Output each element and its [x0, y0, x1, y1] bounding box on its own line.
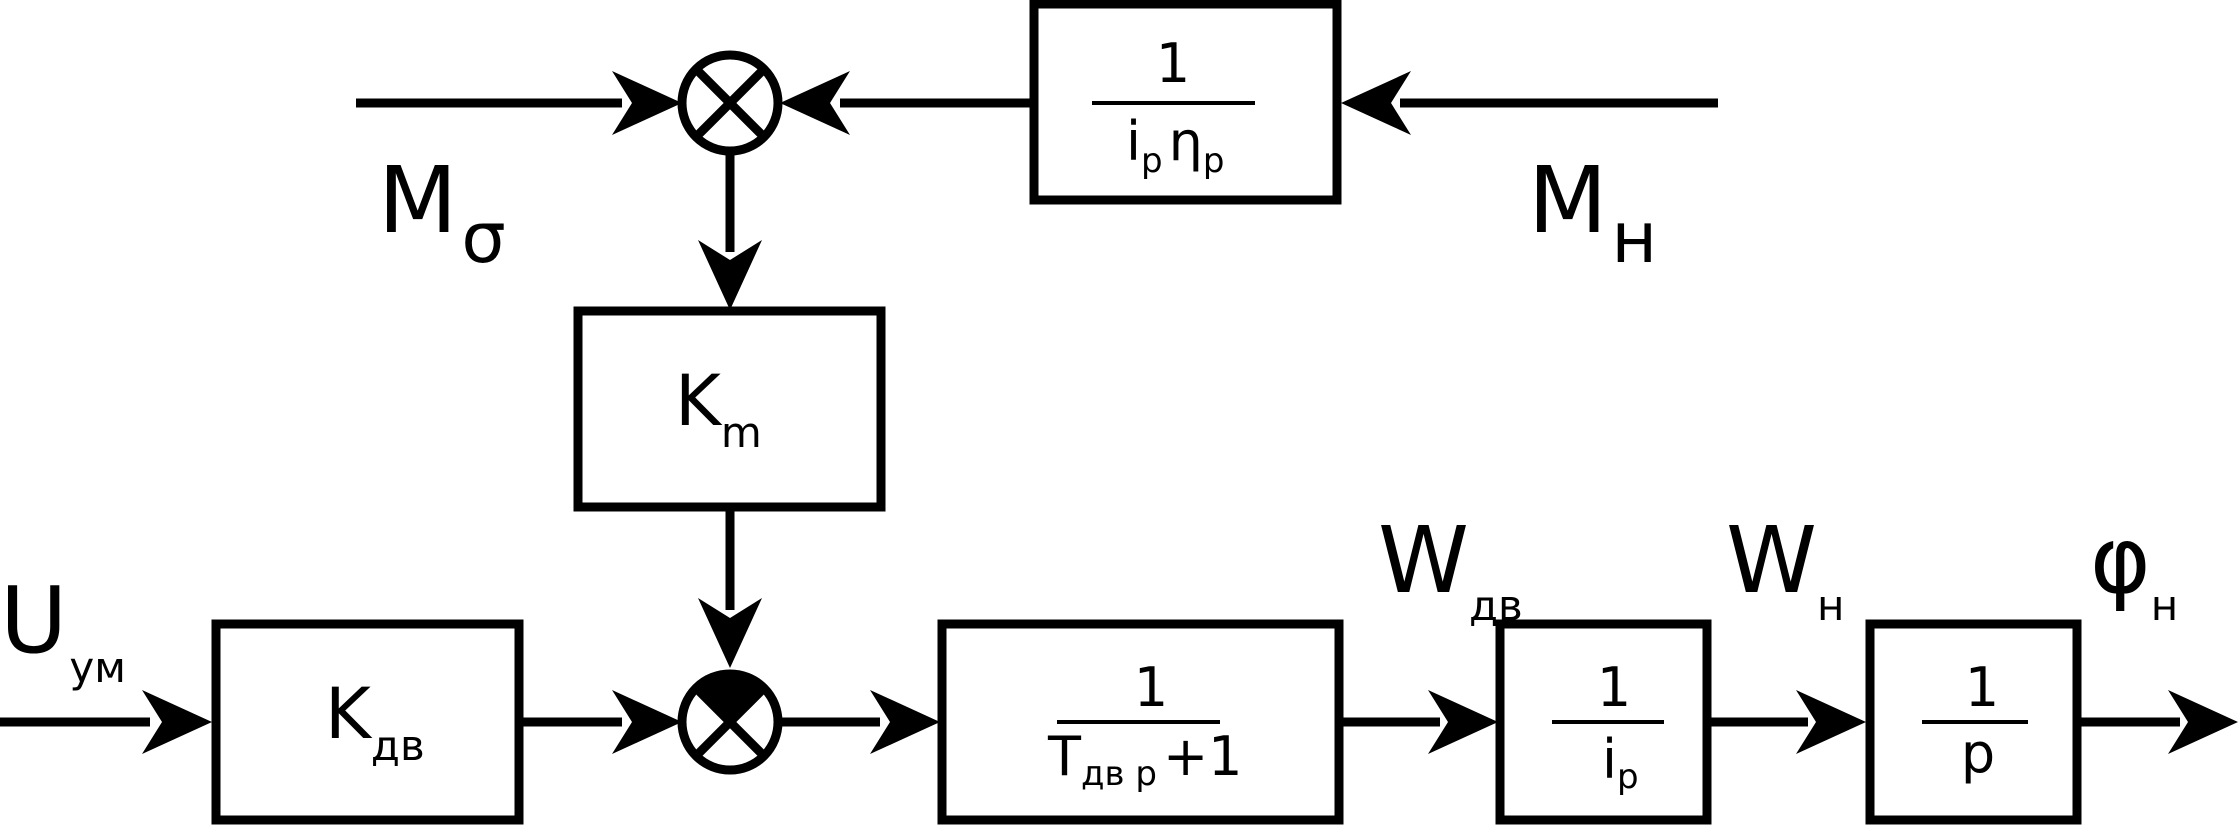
- w-n-label: Wн: [1726, 507, 1844, 630]
- junction-to-km-arrow: [698, 152, 762, 310]
- kdv-block: Kдв: [211, 619, 524, 825]
- m-n-label: Mн: [1528, 147, 1657, 279]
- junction-to-motor-arrow: [778, 690, 940, 754]
- reducer-gain-denominator: ip: [1602, 728, 1639, 797]
- reducer-gain-numerator: 1: [1597, 656, 1631, 719]
- summing-junction-top: [677, 50, 783, 156]
- m-n-input-arrow: [1341, 71, 1718, 135]
- km-block: Km: [573, 306, 886, 512]
- m-sigma-input-arrow: [356, 71, 682, 135]
- motor-lag-denominator: Tдв p+1: [1047, 725, 1243, 794]
- summing-junction-bottom: [677, 669, 783, 775]
- kdv-label: Kдв: [325, 673, 425, 770]
- integrator-block: 1 p: [1865, 619, 2082, 825]
- m-sigma-label: Mσ: [378, 147, 506, 279]
- u-um-label: Uум: [0, 567, 126, 692]
- reducer-to-integrator-arrow: [1711, 690, 1866, 754]
- feedback-to-junction-arrow: [780, 71, 1030, 135]
- u-um-input-arrow: [0, 690, 212, 754]
- motor-to-reducer-arrow: [1343, 690, 1498, 754]
- phi-n-output-arrow: [2081, 690, 2238, 754]
- integrator-denominator: p: [1961, 722, 1995, 785]
- kdv-to-junction-arrow: [523, 690, 682, 754]
- w-dv-label: Wдв: [1378, 507, 1523, 630]
- integrator-numerator: 1: [1965, 656, 1999, 719]
- motor-lag-numerator: 1: [1134, 656, 1168, 719]
- reducer-feedback-numerator: 1: [1156, 32, 1190, 95]
- km-label: Km: [675, 360, 762, 457]
- motor-lag-block: 1 Tдв p+1: [937, 619, 1344, 825]
- km-to-junction-arrow: [698, 511, 762, 668]
- reducer-gain-block: 1 ip: [1495, 619, 1712, 825]
- phi-n-label: φн: [2090, 507, 2178, 630]
